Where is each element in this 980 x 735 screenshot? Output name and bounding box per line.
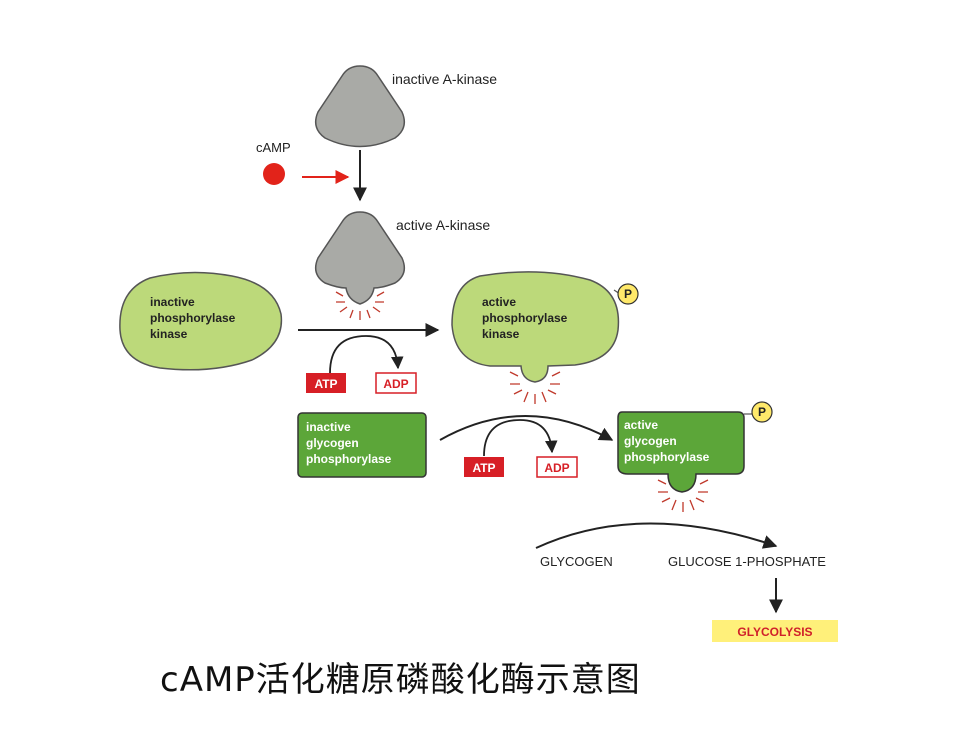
adp-label-2: ADP: [544, 461, 569, 475]
inactive-pk-line3: kinase: [150, 327, 188, 341]
atp-box-2: [464, 457, 504, 477]
glycolysis-highlight: [712, 620, 838, 642]
active-glycogen-phosphorylase-shape: [617, 411, 745, 493]
atp-adp-curve-2: [483, 419, 558, 457]
inactive-gp-line3: phosphorylase: [306, 452, 392, 466]
active-phosphorylase-kinase-shape: [451, 271, 620, 383]
atp-label-1: ATP: [314, 377, 337, 391]
camp-label: cAMP: [256, 140, 291, 155]
phosphate-badge-2: [751, 401, 773, 423]
phosphate-label-1: P: [624, 287, 632, 301]
active-gp-line2: glycogen: [624, 434, 677, 448]
glycolysis-label: GLYCOLYSIS: [737, 625, 812, 639]
adp-box-1: [375, 372, 417, 394]
glycogen-label: GLYCOGEN: [540, 554, 613, 569]
active-pk-line1: active: [482, 295, 516, 309]
inactive-pk-line2: phosphorylase: [150, 311, 236, 325]
gp-active-site-icon: [657, 479, 709, 512]
pk-active-site-icon: [509, 371, 561, 404]
gp-activation-arrow: [439, 415, 614, 441]
inactive-phosphorylase-kinase-shape: [119, 271, 283, 371]
inactive-akinase-label: inactive A-kinase: [392, 71, 497, 87]
akinase-active-site-icon: [335, 291, 385, 320]
inactive-gp-line2: glycogen: [306, 436, 359, 450]
active-akinase-shape: [314, 211, 406, 305]
active-pk-line2: phosphorylase: [482, 311, 568, 325]
adp-label-1: ADP: [383, 377, 408, 391]
active-akinase-label: active A-kinase: [396, 217, 490, 233]
phosphate-badge-1: [617, 283, 639, 305]
glycogen-breakdown-arrow: [535, 522, 778, 549]
atp-label-2: ATP: [472, 461, 495, 475]
adp-box-2: [536, 456, 578, 478]
camp-molecule: [263, 163, 285, 185]
inactive-gp-line1: inactive: [306, 420, 351, 434]
inactive-akinase-shape: [314, 65, 406, 148]
phosphate-label-2: P: [758, 405, 766, 419]
active-gp-line3: phosphorylase: [624, 450, 710, 464]
inactive-glycogen-phosphorylase-box: [297, 412, 427, 478]
atp-adp-curve-1: [329, 335, 404, 374]
atp-box-1: [306, 373, 346, 393]
active-gp-line1: active: [624, 418, 658, 432]
active-pk-line3: kinase: [482, 327, 520, 341]
inactive-pk-line1: inactive: [150, 295, 195, 309]
figure-caption: cAMP活化糖原磷酸化酶示意图: [160, 660, 641, 700]
glucose-1-phosphate-label: GLUCOSE 1-PHOSPHATE: [668, 554, 826, 569]
